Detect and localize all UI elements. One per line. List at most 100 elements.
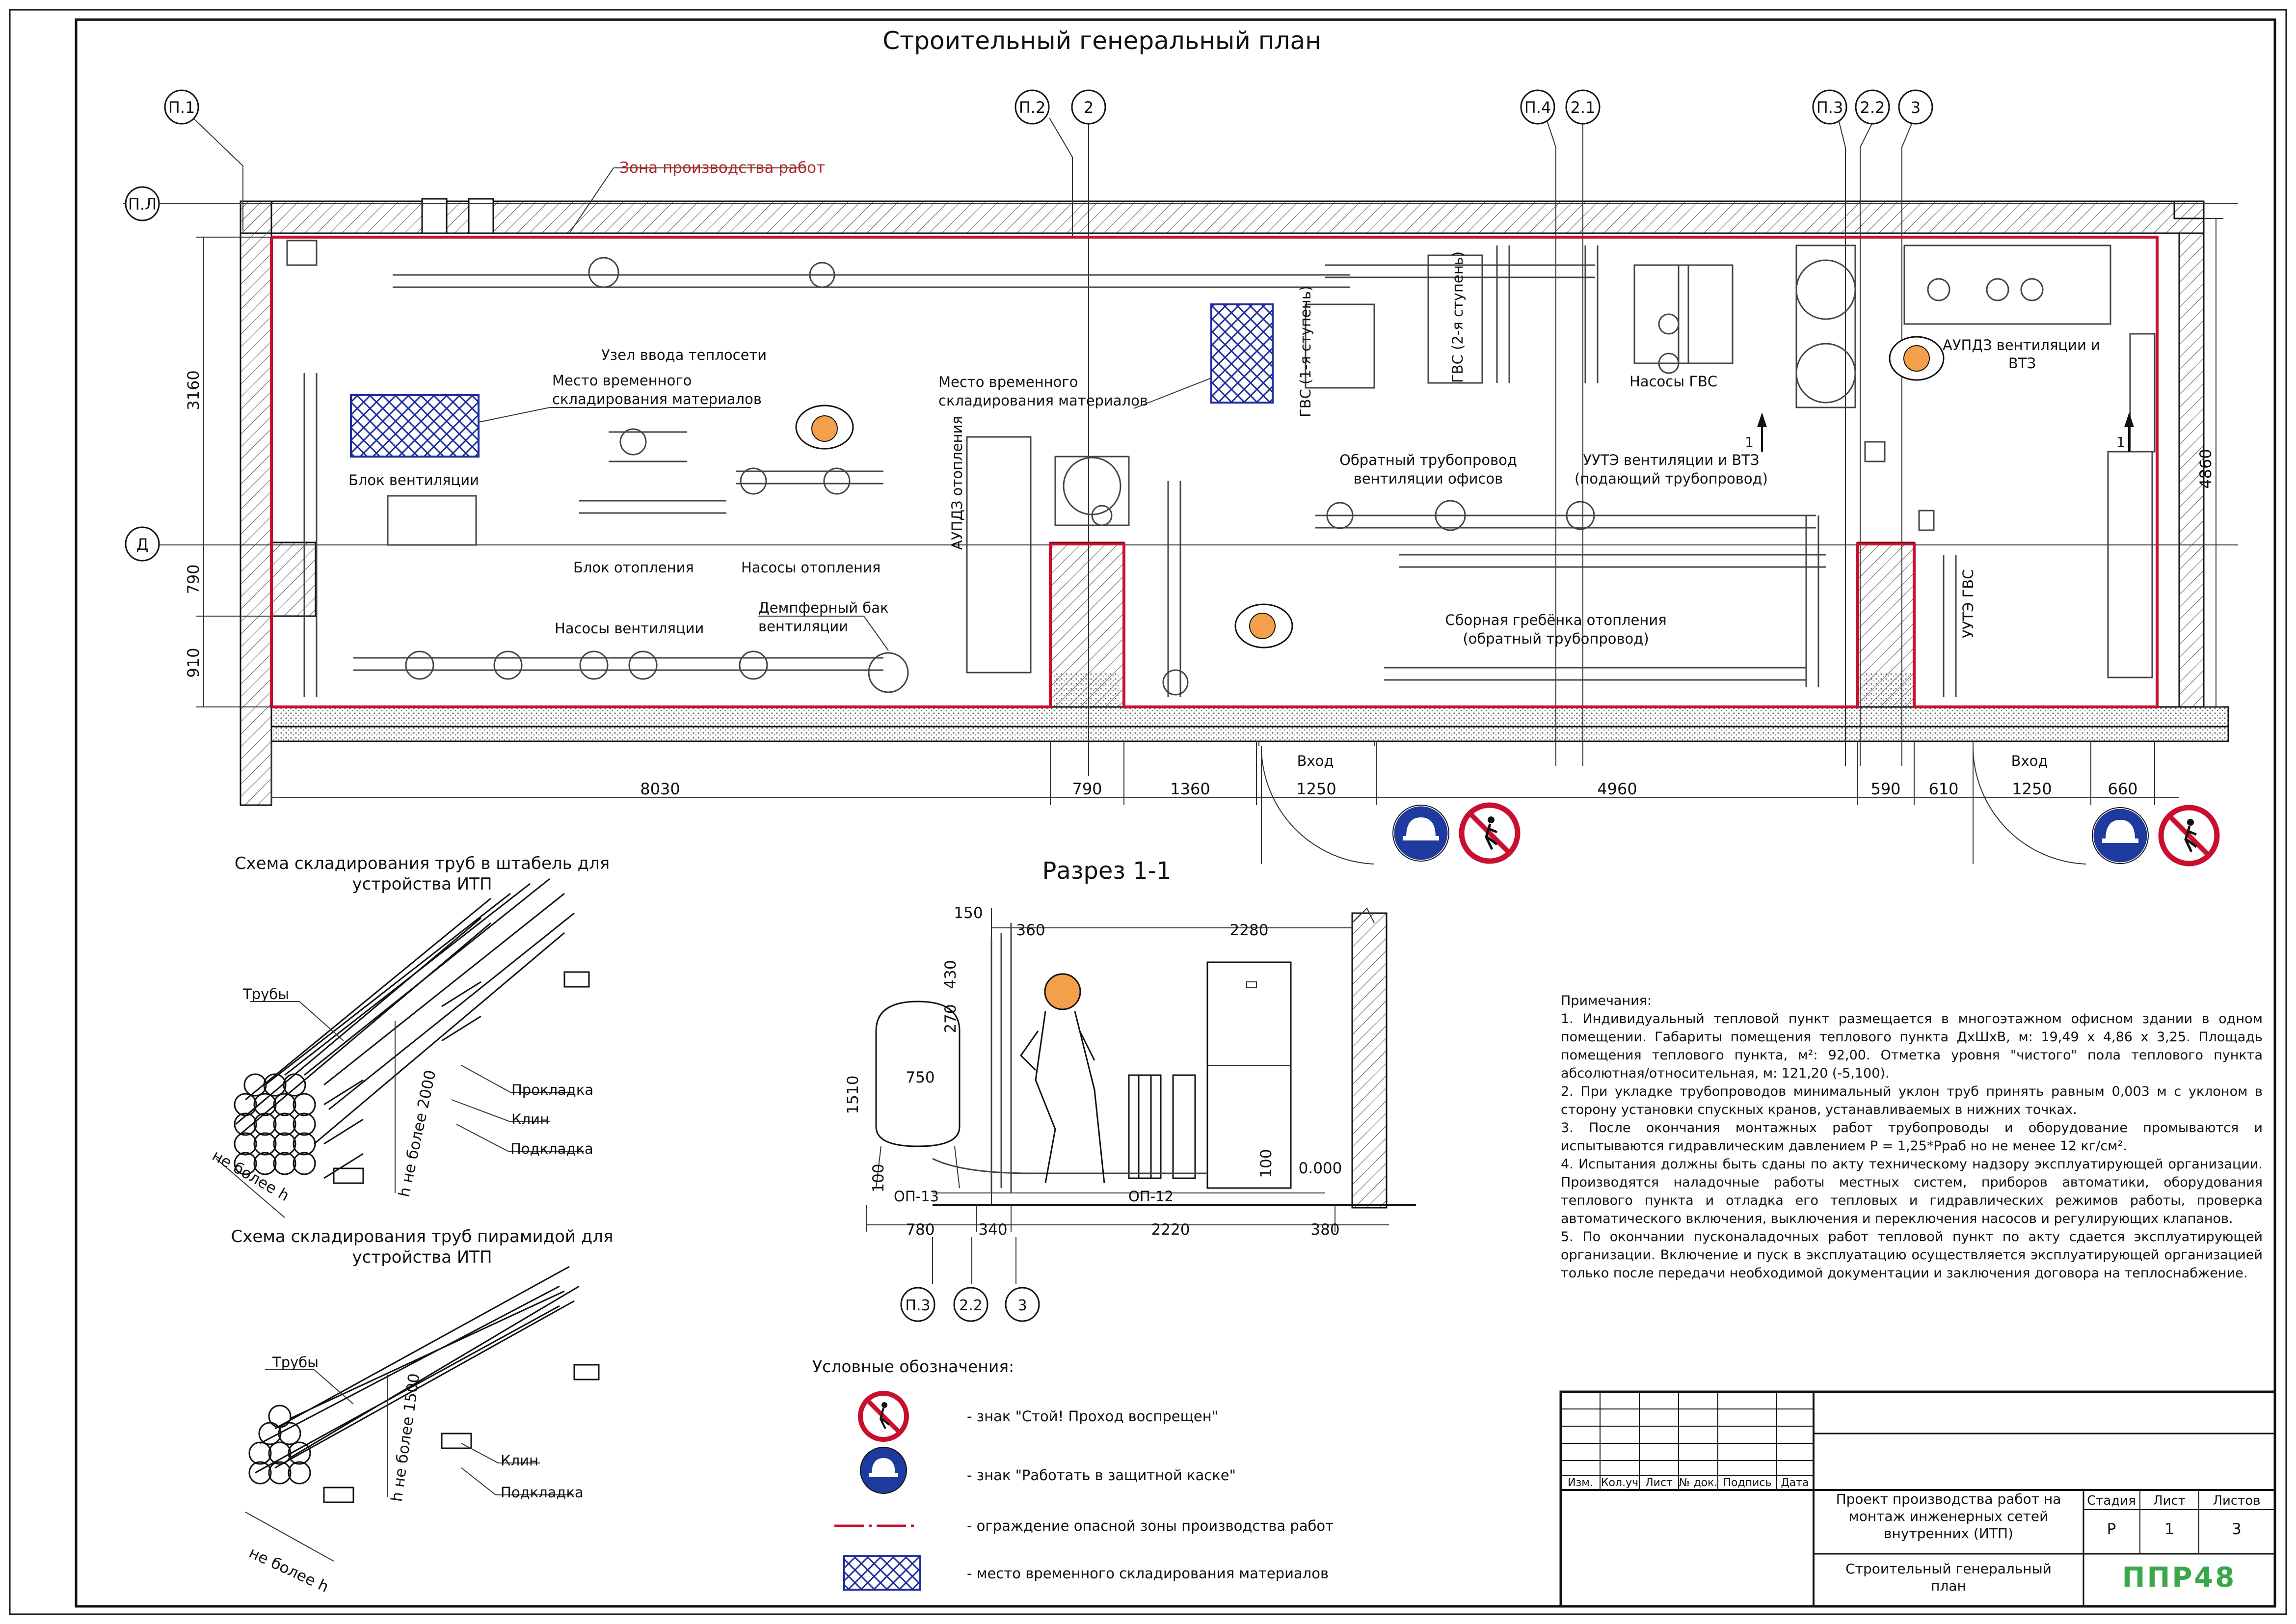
worker-icon-2: [1234, 603, 1293, 649]
svg-text:1250: 1250: [2012, 780, 2052, 798]
axis-bubble-pl: П.Л: [125, 186, 160, 221]
section-marks: 1 1: [1745, 412, 2134, 452]
svg-text:150: 150: [954, 904, 983, 922]
no-entry-sign-icon: [858, 1391, 909, 1442]
label-aupd-heat: АУПДЗ отопления: [949, 416, 965, 550]
zone-label: Зона производства работ: [619, 159, 825, 177]
worker-icon-3: [1889, 336, 1945, 381]
svg-text:610: 610: [1928, 780, 1958, 798]
svg-text:8030: 8030: [640, 780, 680, 798]
note-3: 3. После окончания монтажных работ трубо…: [1561, 1120, 2263, 1154]
svg-text:Стадия: Стадия: [2087, 1493, 2136, 1508]
axis-bubble-p4: П.4: [1520, 89, 1555, 125]
svg-text:340: 340: [978, 1221, 1007, 1239]
stamp-project-3: внутренних (ИТП): [1884, 1525, 2013, 1542]
svg-text:П.3: П.3: [905, 1297, 930, 1314]
axis-bubble-2: 2: [1071, 89, 1106, 125]
stack2-title-1: Схема складирования труб пирамидой для: [231, 1227, 614, 1246]
svg-text:Листов: Листов: [2213, 1493, 2260, 1508]
svg-text:П.Л: П.Л: [128, 195, 157, 214]
notes: Примечания: 1. Индивидуальный тепловой п…: [1561, 992, 2263, 1282]
svg-text:1510: 1510: [844, 1076, 862, 1114]
axis-bubble-p3: П.3: [1812, 89, 1847, 125]
svg-text:Подкладка: Подкладка: [510, 1140, 593, 1157]
svg-text:780: 780: [906, 1221, 934, 1239]
svg-text:Трубы: Трубы: [242, 986, 289, 1002]
stack1-title-1: Схема складирования труб в штабель для: [235, 854, 610, 873]
op12-label: ОП-12: [1128, 1188, 1174, 1205]
label-aupdz-vent-2: ВТЗ: [2008, 355, 2036, 372]
svg-text:590: 590: [1870, 780, 1900, 798]
hazard-zone-boundary: [270, 236, 2159, 708]
stamp-sheet-name-1: Строительный генеральный: [1845, 1561, 2052, 1577]
label-gvs2: ГВС (2-я ступень): [1449, 251, 1466, 383]
label-return-1: Обратный трубопровод: [1339, 452, 1517, 468]
stamp-project-2: монтаж инженерных сетей: [1849, 1508, 2049, 1524]
section-1-1: Разрез 1-1 150 360 2280 430 270 750 1510…: [844, 857, 1416, 1322]
svg-text:Лист: Лист: [2153, 1493, 2186, 1508]
svg-text:4960: 4960: [1597, 780, 1637, 798]
svg-text:не более h: не более h: [209, 1147, 292, 1205]
label-manifold-2: (обратный трубопровод): [1463, 630, 1649, 647]
svg-text:2: 2: [1084, 98, 1094, 117]
label-heat-pumps: Насосы отопления: [741, 559, 881, 576]
svg-text:2.1: 2.1: [1571, 98, 1596, 117]
svg-text:1: 1: [1745, 434, 1754, 450]
svg-text:4860: 4860: [2196, 449, 2215, 488]
stamp-sheet: 1: [2164, 1520, 2174, 1538]
svg-text:Д: Д: [136, 535, 149, 554]
hard-hat-sign-icon: [2091, 806, 2150, 865]
axis-bubbles: П.1 П.2 2 П.4 2.1 П.3 2.2 3 П.Л Д: [125, 89, 1933, 562]
label-storage-1b: складирования материалов: [552, 391, 762, 407]
svg-text:2280: 2280: [1230, 921, 1269, 939]
stamp-project-1: Проект производства работ на: [1836, 1491, 2061, 1507]
no-entry-sign-icon: [1459, 802, 1521, 864]
note-4: 4. Испытания должны быть сданы по акту т…: [1561, 1157, 2263, 1226]
svg-text:100: 100: [870, 1164, 887, 1192]
plan-labels: Узел ввода теплосети Место временного ск…: [348, 251, 2100, 651]
label-return-2: вентиляции офисов: [1354, 470, 1503, 487]
label-storage-2a: Место временного: [938, 374, 1078, 390]
label-uute-gvs: УУТЭ ГВС: [1960, 569, 1976, 638]
axis-bubble-p1: П.1: [164, 89, 199, 125]
svg-text:3: 3: [1911, 98, 1921, 117]
stamp-stage: Р: [2107, 1520, 2116, 1538]
hard-hat-sign-icon: [1391, 804, 1450, 863]
svg-text:2.2: 2.2: [959, 1297, 983, 1314]
svg-text:1360: 1360: [1170, 780, 1210, 798]
svg-text:360: 360: [1016, 921, 1045, 939]
svg-text:1: 1: [2116, 434, 2125, 450]
svg-text:Дата: Дата: [1781, 1477, 1809, 1489]
legend-item-hard-hat: - знак "Работать в защитной каске": [967, 1467, 1236, 1484]
svg-text:не более h: не более h: [246, 1544, 332, 1596]
stack1-title-2: устройства ИТП: [352, 874, 492, 894]
label-manifold-1: Сборная гребёнка отопления: [1445, 612, 1666, 628]
label-heat-input: Узел ввода теплосети: [601, 347, 767, 363]
company-logo: ППР48: [2122, 1562, 2237, 1594]
pipe-stack-scheme-2: Схема складирования труб пирамидой для у…: [231, 1227, 614, 1596]
svg-text:750: 750: [906, 1069, 934, 1086]
note-1: 1. Индивидуальный тепловой пункт размеща…: [1561, 1011, 2263, 1081]
label-storage-2b: складирования материалов: [938, 392, 1148, 409]
svg-text:Кол.уч: Кол.уч: [1601, 1477, 1638, 1489]
svg-text:П.3: П.3: [1816, 98, 1843, 117]
stack2-title-2: устройства ИТП: [352, 1247, 492, 1267]
plan-walls: [240, 198, 2229, 806]
no-entry-sign-icon: [2158, 805, 2220, 866]
svg-text:Изм.: Изм.: [1568, 1477, 1593, 1489]
stamp-sheet-name-2: план: [1931, 1578, 1966, 1594]
svg-text:№ док.: № док.: [1679, 1477, 1718, 1489]
svg-text:Клин: Клин: [511, 1111, 549, 1128]
plan-title: Строительный генеральный план: [882, 27, 1321, 55]
svg-text:100: 100: [1257, 1149, 1275, 1178]
legend-storage-swatch: [843, 1555, 921, 1591]
svg-text:Вход: Вход: [1297, 753, 1334, 769]
svg-text:h не более 1500: h не более 1500: [388, 1372, 423, 1503]
note-2: 2. При укладке трубопроводов минимальный…: [1561, 1084, 2263, 1117]
svg-text:П.2: П.2: [1019, 98, 1046, 117]
svg-text:2220: 2220: [1151, 1221, 1190, 1239]
label-gvs1: ГВС (1-я ступень): [1297, 286, 1314, 417]
svg-text:2.2: 2.2: [1860, 98, 1885, 117]
equipment-schematic: [286, 240, 2156, 697]
